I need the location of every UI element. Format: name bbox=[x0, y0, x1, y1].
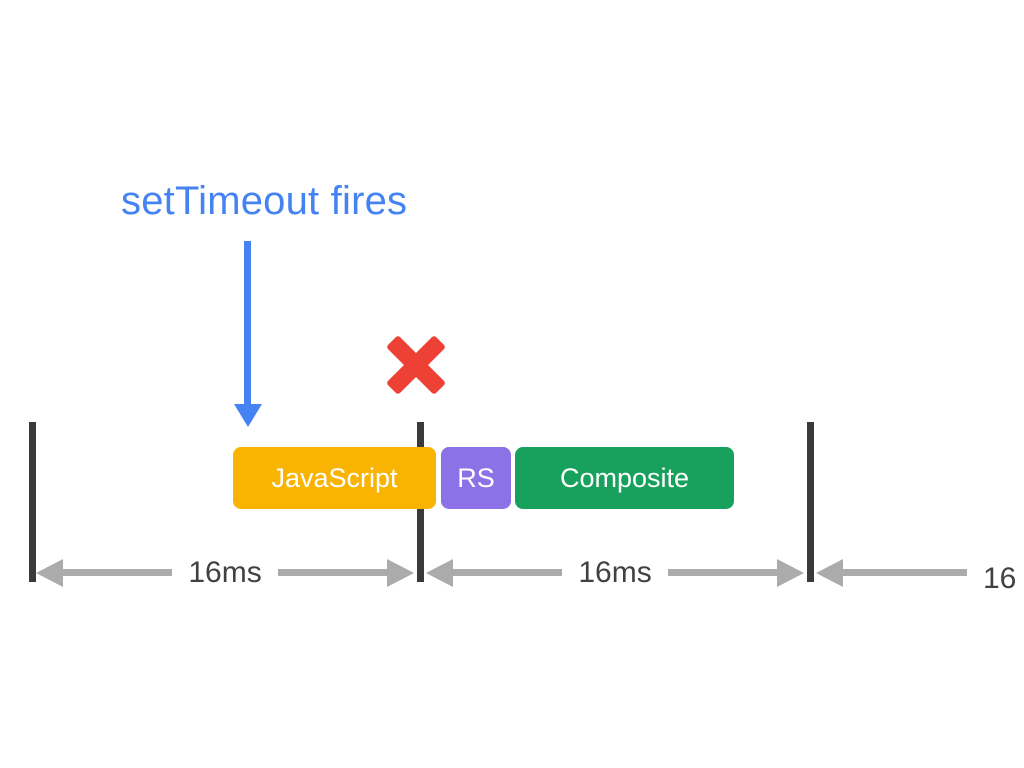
task-block-javascript: JavaScript bbox=[233, 447, 436, 509]
settimeout-fires-label: setTimeout fires bbox=[121, 179, 408, 223]
frame-boundary-tick-1 bbox=[29, 422, 36, 582]
frame-duration-arrow-1: 16ms bbox=[36, 555, 415, 589]
arrowhead-left-icon bbox=[36, 558, 63, 587]
frame-duration-label-1: 16ms bbox=[188, 555, 262, 589]
arrowhead-right-icon bbox=[777, 558, 805, 587]
arrowhead-right-icon bbox=[387, 558, 415, 587]
frame-boundary-tick-3 bbox=[807, 422, 814, 582]
frame-duration-label-2: 16ms bbox=[578, 555, 652, 589]
arrow-line bbox=[277, 569, 388, 576]
task-block-composite: Composite bbox=[515, 447, 734, 509]
frame-duration-label-3: 16 bbox=[983, 561, 1017, 595]
arrow-line bbox=[843, 569, 967, 576]
dropped-frame-x-icon bbox=[387, 336, 445, 394]
settimeout-arrow-line bbox=[244, 241, 251, 406]
frame-duration-arrow-2: 16ms bbox=[426, 555, 805, 589]
frame-duration-arrow-3: 16 bbox=[816, 557, 1024, 595]
task-block-render-surface: RS bbox=[441, 447, 511, 509]
arrow-line bbox=[667, 569, 778, 576]
settimeout-arrow-head bbox=[234, 404, 262, 427]
arrowhead-left-icon bbox=[426, 558, 453, 587]
arrow-line bbox=[63, 569, 173, 576]
arrow-line bbox=[453, 569, 563, 576]
arrowhead-left-icon bbox=[816, 558, 843, 587]
